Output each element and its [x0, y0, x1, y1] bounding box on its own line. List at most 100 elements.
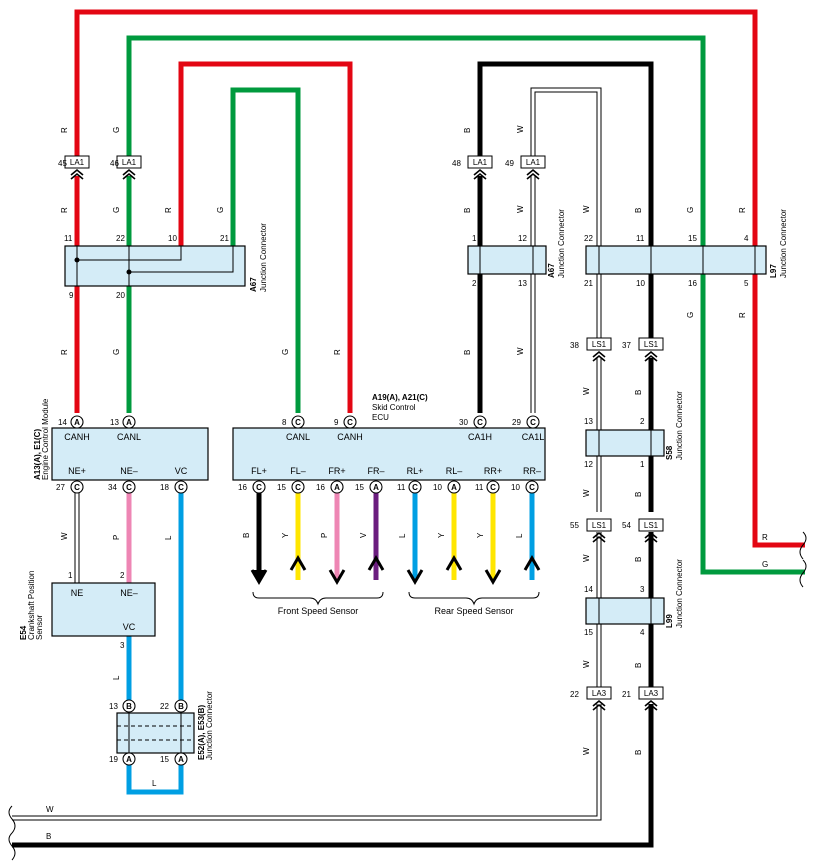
svg-text:Junction Connector: Junction Connector — [779, 209, 788, 278]
svg-text:C: C — [295, 418, 301, 427]
svg-text:CANL: CANL — [117, 432, 141, 442]
svg-text:10: 10 — [168, 234, 177, 243]
svg-text:13: 13 — [584, 417, 593, 426]
svg-text:12: 12 — [518, 234, 527, 243]
svg-text:1: 1 — [640, 460, 645, 469]
pin-circle-c: C — [343, 415, 357, 429]
pin-circle-a: A — [122, 415, 136, 429]
svg-text:15: 15 — [688, 234, 697, 243]
svg-text:NE+: NE+ — [68, 466, 86, 476]
sensor-arrows — [250, 555, 541, 585]
svg-text:A: A — [126, 418, 132, 427]
svg-text:W: W — [516, 125, 525, 133]
pin-circle-c: C — [526, 415, 540, 429]
rear-speed-sensor-label: Rear Speed Sensor — [434, 606, 513, 616]
svg-text:G: G — [216, 207, 225, 213]
connector-tag-ls1: LS1 — [638, 337, 664, 362]
svg-text:A: A — [74, 418, 80, 427]
svg-text:CANL: CANL — [286, 432, 310, 442]
svg-text:VC: VC — [175, 466, 188, 476]
svg-text:B: B — [634, 390, 643, 395]
svg-text:27: 27 — [56, 483, 65, 492]
svg-text:R: R — [738, 312, 747, 318]
svg-text:9: 9 — [69, 291, 74, 300]
connector-tag-la3: LA3 — [586, 686, 612, 711]
svg-text:1: 1 — [68, 571, 73, 580]
pin-circle-c: C — [473, 415, 487, 429]
svg-text:B: B — [634, 208, 643, 213]
svg-text:C: C — [256, 483, 262, 492]
a67-left-box — [64, 245, 246, 287]
svg-text:G: G — [686, 207, 695, 213]
svg-text:Junction Connector: Junction Connector — [675, 559, 684, 628]
svg-text:13: 13 — [110, 418, 119, 427]
svg-text:30: 30 — [459, 418, 468, 427]
svg-text:G: G — [112, 349, 121, 355]
svg-text:W: W — [60, 532, 69, 540]
svg-text:54: 54 — [622, 521, 631, 530]
svg-text:FR–: FR– — [367, 466, 384, 476]
break-marks — [8, 531, 807, 861]
svg-text:4: 4 — [640, 628, 645, 637]
wire-red-outer — [74, 9, 805, 548]
svg-text:C: C — [74, 483, 80, 492]
svg-text:19: 19 — [109, 755, 118, 764]
svg-text:ECU: ECU — [372, 413, 389, 422]
svg-text:11: 11 — [636, 234, 645, 243]
sensor-wires — [256, 493, 535, 580]
svg-text:10: 10 — [433, 483, 442, 492]
svg-text:R: R — [60, 207, 69, 213]
svg-text:B: B — [46, 832, 51, 841]
svg-text:FL+: FL+ — [251, 466, 267, 476]
svg-text:C: C — [295, 483, 301, 492]
pin-circle-c: C — [291, 415, 305, 429]
svg-text:E52(A), E53(B): E52(A), E53(B) — [197, 705, 206, 760]
svg-text:A: A — [451, 483, 457, 492]
svg-text:G: G — [112, 127, 121, 133]
svg-text:20: 20 — [116, 291, 125, 300]
svg-text:22: 22 — [570, 690, 579, 699]
svg-text:L: L — [112, 675, 121, 680]
svg-text:R: R — [60, 127, 69, 133]
svg-text:Y: Y — [437, 532, 446, 538]
svg-text:48: 48 — [452, 159, 461, 168]
svg-text:21: 21 — [584, 279, 593, 288]
svg-text:LS1: LS1 — [592, 340, 607, 349]
pin-circle-c: C — [408, 480, 422, 494]
svg-text:C: C — [126, 483, 132, 492]
svg-text:L97: L97 — [769, 264, 778, 278]
svg-text:15: 15 — [160, 755, 169, 764]
svg-text:L: L — [515, 533, 524, 538]
svg-text:Junction Connector: Junction Connector — [259, 223, 268, 292]
svg-text:L: L — [164, 535, 173, 540]
pin-circle-c: C — [122, 480, 136, 494]
svg-text:CA1H: CA1H — [468, 432, 492, 442]
pin-numbers: 45 46 48 49 11 22 10 21 9 20 1 12 2 13 2… — [56, 159, 749, 764]
pin-circle-a: A — [369, 480, 383, 494]
svg-text:11: 11 — [397, 483, 406, 492]
svg-text:R: R — [333, 349, 342, 355]
svg-text:B: B — [178, 702, 184, 711]
svg-text:8: 8 — [282, 418, 287, 427]
svg-text:15: 15 — [277, 483, 286, 492]
skid-ecu-box — [232, 427, 546, 481]
svg-text:NE–: NE– — [120, 588, 138, 598]
svg-text:21: 21 — [220, 234, 229, 243]
svg-text:RL+: RL+ — [407, 466, 424, 476]
svg-text:B: B — [634, 750, 643, 755]
svg-text:5: 5 — [744, 279, 749, 288]
pin-names: CANH CANL NE+ NE– VC CANL CANH CA1H CA1L… — [64, 432, 544, 632]
svg-text:RR–: RR– — [523, 466, 541, 476]
connector-tag-la3: LA3 — [638, 686, 664, 711]
svg-text:14: 14 — [584, 585, 593, 594]
svg-text:E54: E54 — [19, 625, 28, 640]
svg-text:NE–: NE– — [120, 466, 138, 476]
svg-text:RL–: RL– — [446, 466, 463, 476]
svg-text:Skid Control: Skid Control — [372, 403, 416, 412]
svg-text:Engine Control Module: Engine Control Module — [41, 398, 50, 480]
svg-text:G: G — [686, 312, 695, 318]
svg-text:A: A — [334, 483, 340, 492]
pin-circle-b: B — [174, 699, 188, 713]
